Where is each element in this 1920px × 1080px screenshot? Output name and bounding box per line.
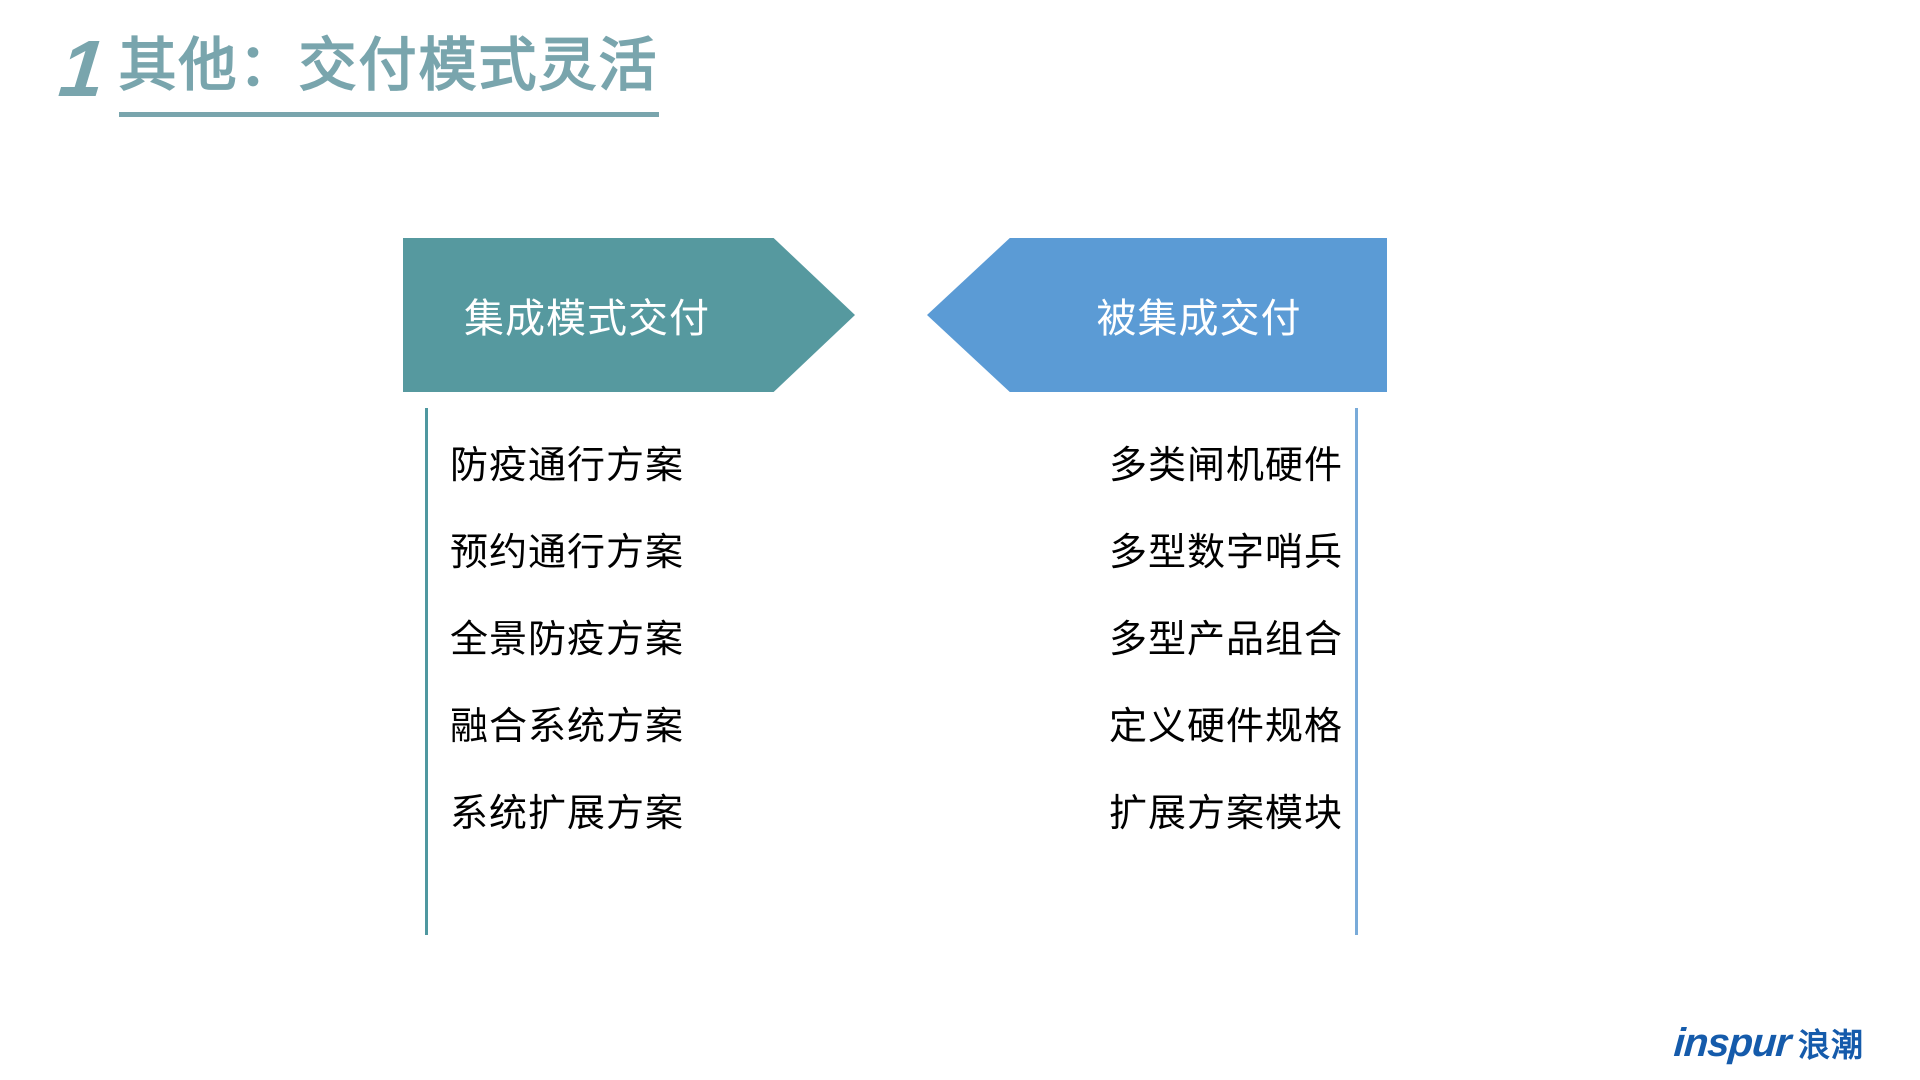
title-marker-numeral: 1 <box>55 24 110 113</box>
list-item: 系统扩展方案 <box>450 793 685 835</box>
integration-mode-arrow-label: 集成模式交付 <box>464 297 710 341</box>
list-item: 多型产品组合 <box>1108 619 1343 661</box>
inspur-logo-wordmark: inspur <box>1672 1020 1792 1065</box>
integration-mode-arrow-shape: 集成模式交付 <box>403 238 855 392</box>
list-item: 扩展方案模块 <box>1108 793 1343 835</box>
list-item: 定义硬件规格 <box>1108 706 1343 748</box>
page-title: 其他：交付模式灵活 <box>118 26 659 117</box>
slide-header: 1 其他：交付模式灵活 <box>55 24 659 117</box>
inspur-logo: inspur 浪潮 <box>1672 1020 1864 1066</box>
list-item: 预约通行方案 <box>450 532 685 574</box>
integration-mode-items-list: 防疫通行方案 预约通行方案 全景防疫方案 融合系统方案 系统扩展方案 <box>425 408 725 935</box>
list-item: 多型数字哨兵 <box>1108 532 1343 574</box>
integrated-delivery-arrow-shape: 被集成交付 <box>927 238 1387 392</box>
integrated-delivery-items-list: 多类闸机硬件 多型数字哨兵 多型产品组合 定义硬件规格 扩展方案模块 <box>1080 408 1358 935</box>
list-item: 防疫通行方案 <box>450 445 685 487</box>
inspur-logo-cjk: 浪潮 <box>1797 1027 1864 1063</box>
list-item: 融合系统方案 <box>450 706 685 748</box>
list-item: 全景防疫方案 <box>450 619 685 661</box>
integrated-delivery-arrow-label: 被集成交付 <box>1096 297 1302 341</box>
list-item: 多类闸机硬件 <box>1108 445 1343 487</box>
